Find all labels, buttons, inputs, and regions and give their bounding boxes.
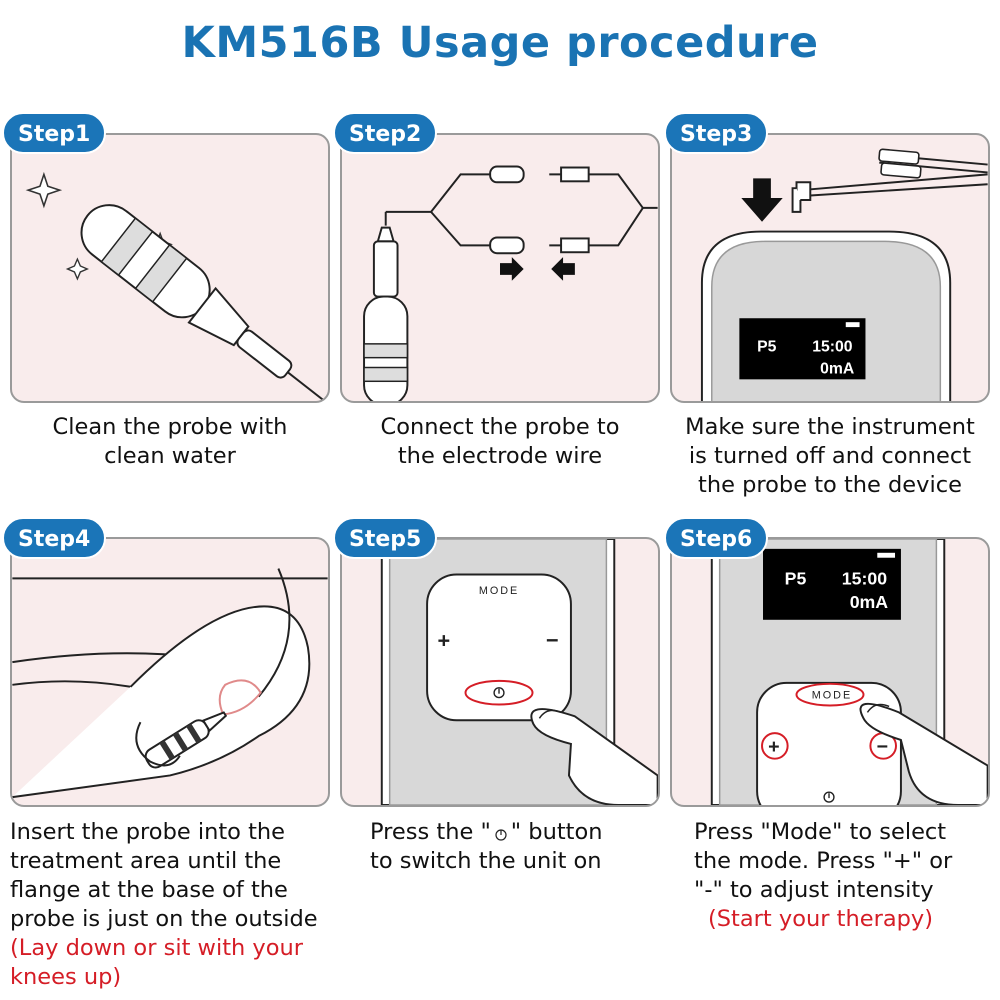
- plus-button-label: +: [438, 627, 453, 652]
- finger-icon: [859, 702, 988, 805]
- step3-panel: P5 15:00 0mA: [670, 133, 990, 403]
- device-screen: [739, 318, 866, 380]
- caption-note: (Start your therapy): [708, 906, 933, 932]
- step6-badge: Step6: [664, 517, 769, 559]
- caption-note: knees up): [10, 964, 122, 990]
- caption-line: flange at the base of the: [10, 877, 288, 903]
- step2-caption: Connect the probe to the electrode wire: [330, 413, 670, 471]
- step4-panel: [10, 537, 330, 807]
- step1-caption: Clean the probe with clean water: [0, 413, 340, 471]
- screen-time: 15:00: [842, 568, 887, 588]
- step5-panel: MODE + −: [340, 537, 660, 807]
- power-on-illustration: MODE + −: [380, 539, 658, 805]
- step4-caption: Insert the probe into the treatment area…: [10, 818, 350, 992]
- caption-line: Clean the probe with: [52, 414, 288, 440]
- sparkle-icon: [65, 257, 89, 281]
- step1-panel: [10, 133, 330, 403]
- electrode-connection-illustration: [363, 165, 658, 401]
- power-icon: [823, 791, 835, 803]
- minus-button-label: −: [546, 627, 561, 652]
- plug-icon: [489, 165, 525, 184]
- step1-badge: Step1: [2, 112, 107, 154]
- power-icon: [495, 829, 507, 841]
- arrow-right-icon: [500, 257, 524, 281]
- screen-program: P5: [785, 568, 807, 588]
- power-button-highlight: [464, 679, 534, 706]
- plug-icon: [489, 236, 525, 255]
- page-title: KM516B Usage procedure: [181, 18, 819, 68]
- step6-caption: Press "Mode" to select the mode. Press "…: [694, 818, 994, 934]
- control-pad: [426, 573, 572, 722]
- step3-caption: Make sure the instrument is turned off a…: [660, 413, 1000, 500]
- treatment-area-icon: [218, 679, 262, 716]
- caption-line: Press the " " button: [370, 818, 670, 847]
- caption-line: clean water: [104, 443, 236, 469]
- mode-button-label: MODE: [479, 585, 519, 597]
- socket-icon: [560, 237, 590, 254]
- caption-line: is turned off and connect: [688, 443, 972, 469]
- step4-badge: Step4: [2, 517, 107, 559]
- caption-line: the electrode wire: [397, 443, 603, 469]
- sparkle-icon: [25, 171, 63, 209]
- step3-badge: Step3: [664, 112, 769, 154]
- step5-caption: Press the " " button to switch the unit o…: [370, 818, 670, 876]
- finger-icon: [530, 708, 658, 805]
- probe-icon: [144, 711, 228, 769]
- socket-icon: [560, 166, 590, 183]
- caption-line: the mode. Press "+" or: [694, 848, 953, 874]
- mode-button-label: MODE: [812, 690, 852, 702]
- caption-line: probe is just on the outside: [10, 906, 318, 932]
- mode-select-illustration: P5 15:00 0mA MODE + −: [710, 539, 988, 805]
- device-connection-illustration: P5 15:00 0mA: [700, 148, 988, 401]
- caption-line: Insert the probe into the: [10, 819, 286, 845]
- plus-button-label: +: [768, 736, 781, 758]
- probe-icon: [80, 204, 328, 401]
- screen-program: P5: [757, 339, 777, 356]
- probe-cleaning-illustration: [25, 171, 328, 401]
- mode-button-highlight: [795, 682, 865, 707]
- caption-line: Make sure the instrument: [685, 414, 975, 440]
- minus-button-label: −: [876, 736, 889, 758]
- caption-text-before: Press the ": [370, 819, 491, 845]
- device-screen: [763, 548, 901, 620]
- probe-tip-icon: [376, 226, 395, 243]
- step2-panel: [340, 133, 660, 403]
- probe-insertion-illustration: [12, 568, 328, 799]
- caption-line: Connect the probe to: [380, 414, 620, 440]
- battery-icon: [845, 322, 860, 328]
- caption-line: the probe to the device: [698, 472, 962, 498]
- plus-button-highlight: [761, 732, 789, 760]
- arrow-left-icon: [551, 257, 575, 281]
- power-icon: [493, 687, 505, 699]
- caption-line: treatment area until the: [10, 848, 282, 874]
- screen-time: 15:00: [812, 339, 853, 356]
- step5-badge: Step5: [333, 517, 438, 559]
- step6-panel: P5 15:00 0mA MODE + −: [670, 537, 990, 807]
- screen-current: 0mA: [820, 360, 854, 377]
- caption-note: (Lay down or sit with your: [10, 935, 304, 961]
- caption-line: Press "Mode" to select: [694, 819, 947, 845]
- battery-icon: [877, 552, 896, 558]
- screen-current: 0mA: [850, 592, 889, 612]
- caption-text-after: " button: [510, 819, 603, 845]
- step2-badge: Step2: [333, 112, 438, 154]
- arrow-down-icon: [741, 178, 783, 222]
- caption-line: "-" to adjust intensity: [694, 877, 934, 903]
- caption-line: to switch the unit on: [370, 848, 602, 874]
